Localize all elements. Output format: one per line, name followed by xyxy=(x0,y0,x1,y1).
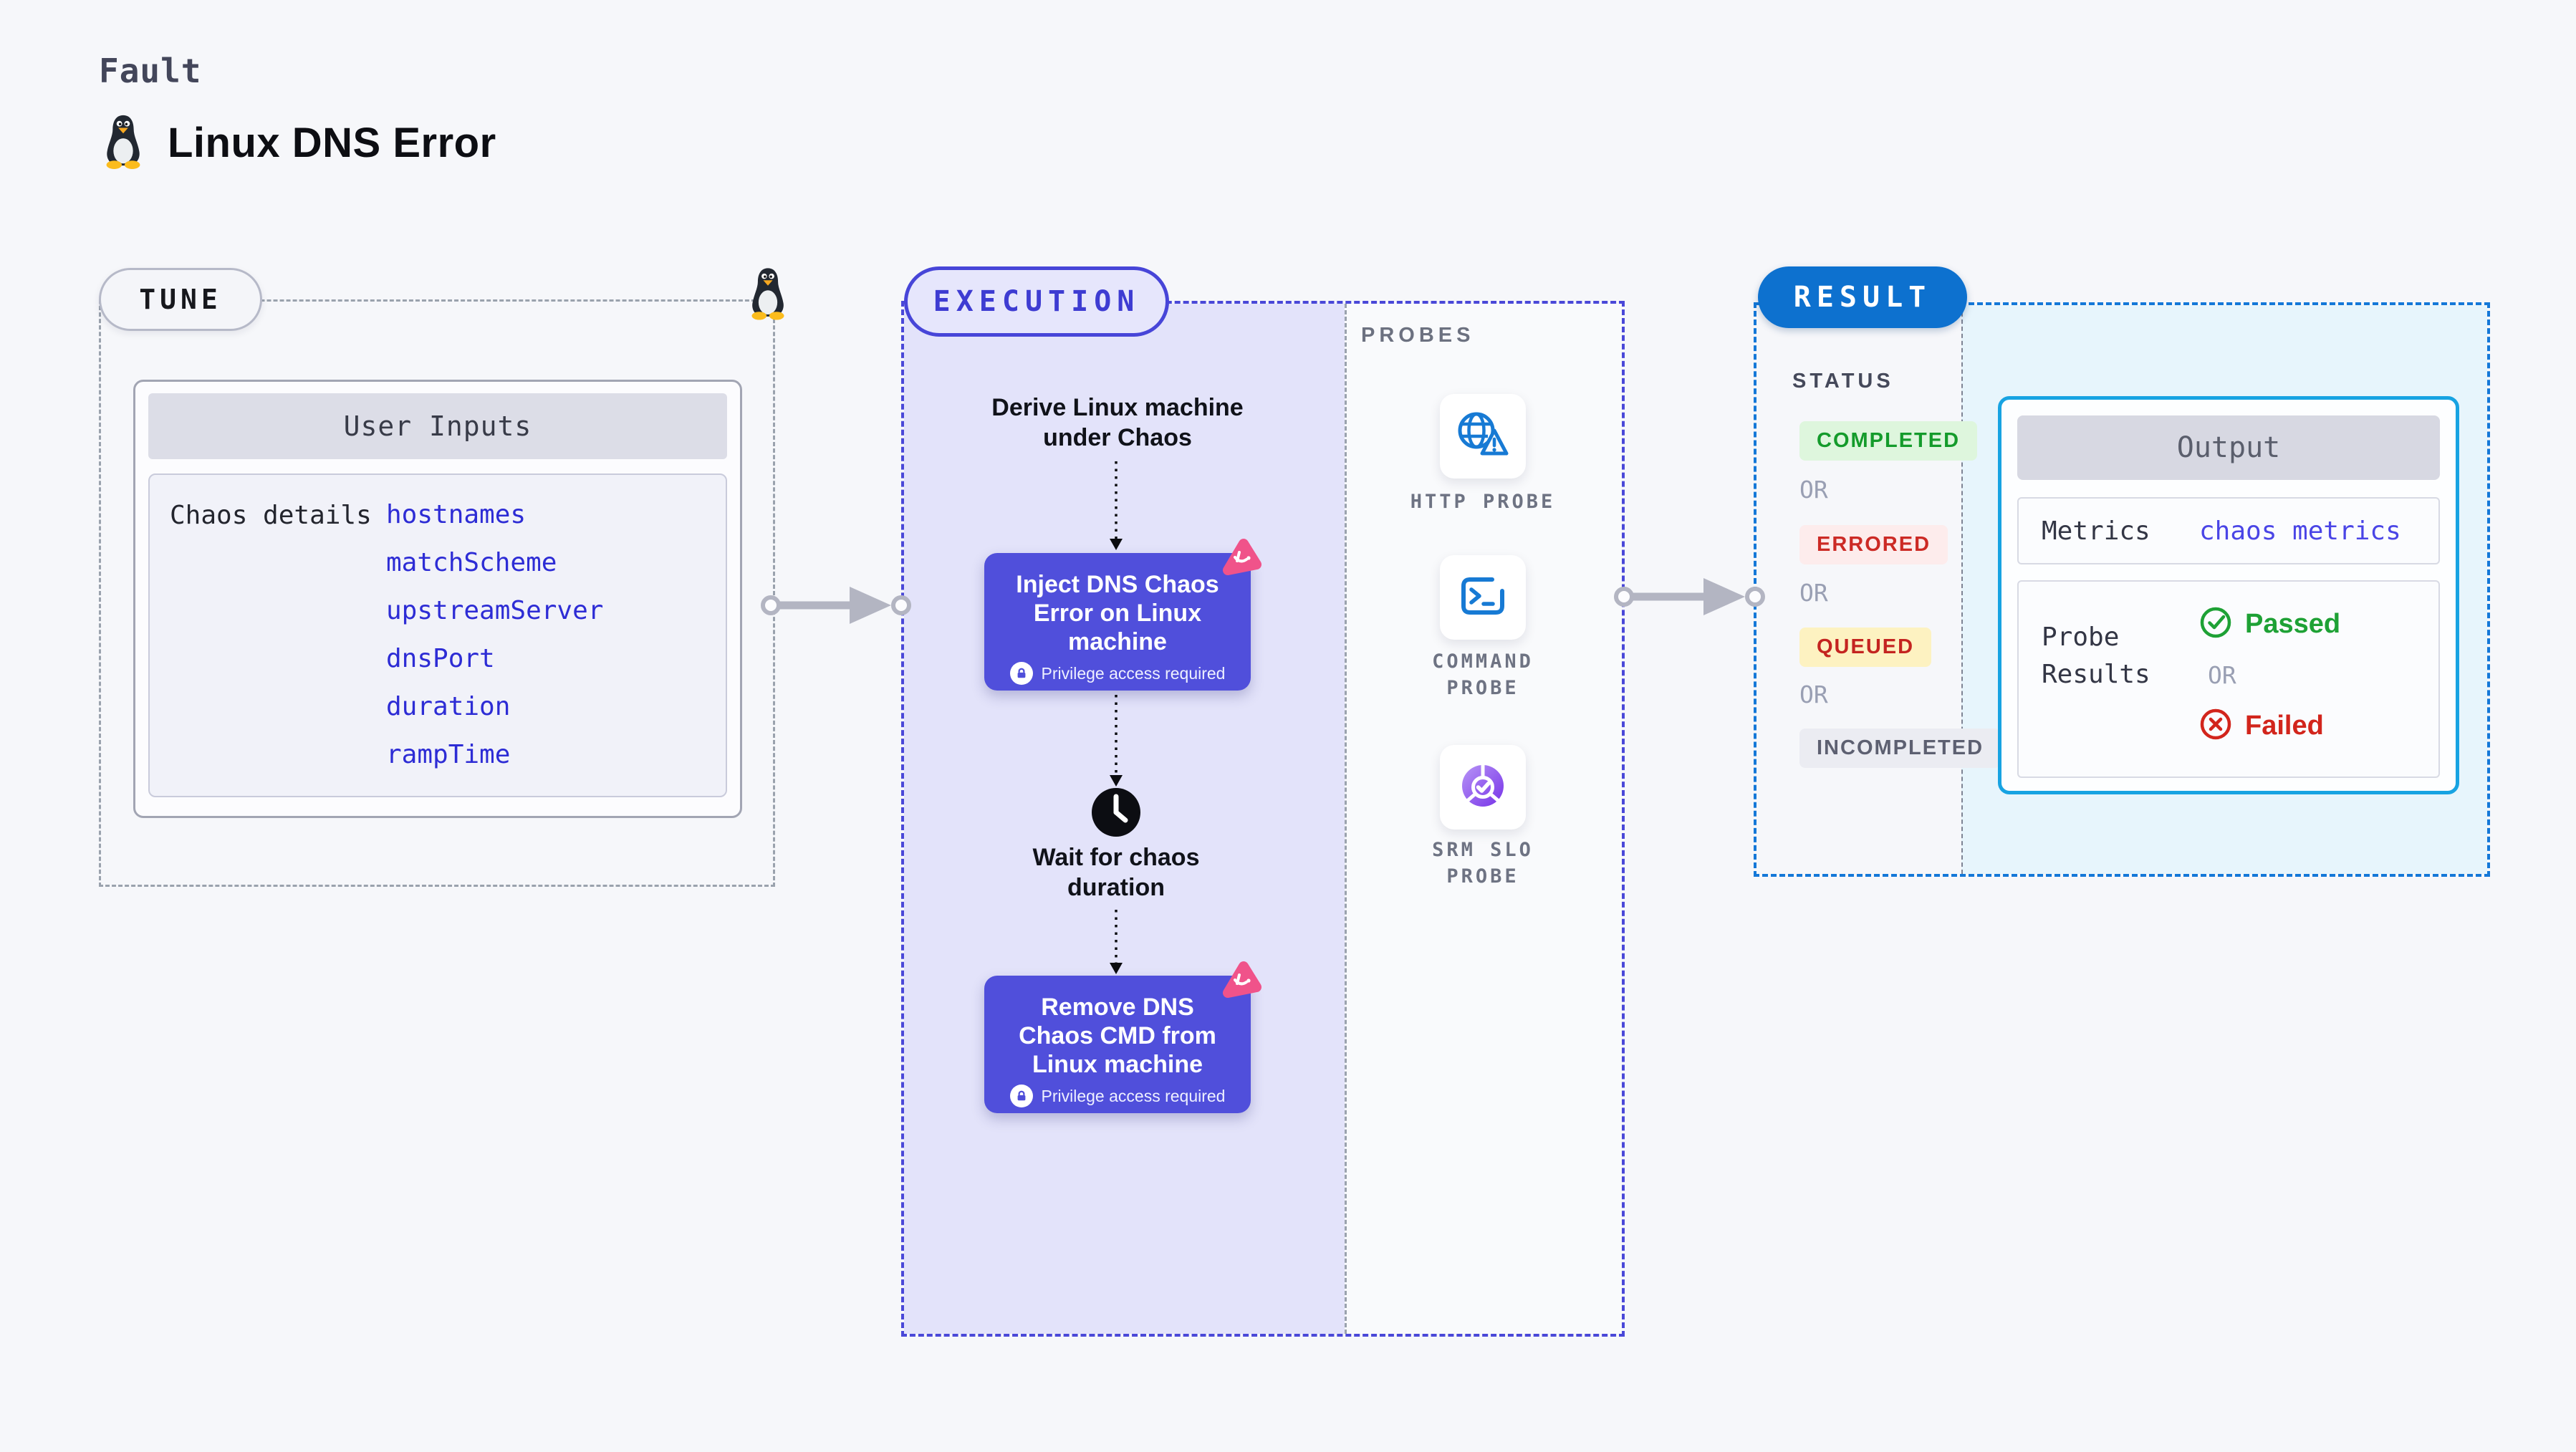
probe-results-row: Probe Results Passed OR xyxy=(2017,580,2440,778)
metrics-label: Metrics xyxy=(2042,516,2150,546)
execution-to-result-arrow xyxy=(1614,578,1765,615)
param-link-dnsport[interactable]: dnsPort xyxy=(386,644,495,673)
tux-penguin-icon xyxy=(100,113,146,173)
globe-warning-icon xyxy=(1455,410,1511,463)
chaos-metrics-link[interactable]: chaos metrics xyxy=(2199,516,2401,546)
param-link-duration[interactable]: duration xyxy=(386,692,511,721)
page-title: Linux DNS Error xyxy=(168,120,496,166)
terminal-icon xyxy=(1459,575,1506,620)
param-link-ramptime[interactable]: rampTime xyxy=(386,740,511,769)
lock-icon xyxy=(1009,662,1033,685)
chaos-fault-badge-icon xyxy=(1218,960,1262,1005)
user-inputs-header: User Inputs xyxy=(148,393,727,459)
flow-arrow-2 xyxy=(1110,695,1123,787)
tune-section-box xyxy=(99,299,775,887)
clock-icon xyxy=(1089,785,1143,843)
inject-node-title: Inject DNS Chaos Error on Linux machine xyxy=(1016,571,1219,655)
status-badge-errored: ERRORED xyxy=(1799,525,1948,564)
status-header: STATUS xyxy=(1792,370,1894,393)
param-link-matchscheme[interactable]: matchScheme xyxy=(386,548,557,577)
status-or-label: OR xyxy=(1799,579,1828,607)
passed-label: Passed xyxy=(2245,609,2341,639)
http-probe-card[interactable] xyxy=(1440,394,1526,479)
outcome-or-label: OR xyxy=(2208,661,2236,689)
failed-label: Failed xyxy=(2245,711,2324,741)
user-inputs-panel: User Inputs Chaos details hostnames matc… xyxy=(133,380,742,818)
status-or-label: OR xyxy=(1799,681,1828,708)
status-badge-incompleted: INCOMPLETED xyxy=(1799,729,2001,768)
param-link-upstreamserver[interactable]: upstreamServer xyxy=(386,596,604,625)
chaos-fault-badge-icon xyxy=(1218,537,1262,582)
flow-arrow-1 xyxy=(1110,461,1123,550)
privilege-row: Privilege access required xyxy=(1001,662,1234,685)
page-title-row: Linux DNS Error xyxy=(100,113,496,173)
x-circle-icon xyxy=(2199,708,2232,744)
output-panel: Output Metrics chaos metrics Probe Resul… xyxy=(1998,396,2459,794)
privilege-row: Privilege access required xyxy=(1001,1085,1234,1107)
tux-penguin-corner-icon xyxy=(746,261,789,329)
privilege-note: Privilege access required xyxy=(1041,1086,1226,1105)
result-badge: RESULT xyxy=(1758,266,1967,328)
probe-outcomes: Passed OR Failed xyxy=(2199,606,2340,744)
chaos-details-label: Chaos details xyxy=(170,501,372,530)
output-header: Output xyxy=(2017,415,2440,480)
execution-badge: EXECUTION xyxy=(904,266,1169,337)
status-badge-queued: QUEUED xyxy=(1799,628,1932,667)
inject-dns-chaos-node[interactable]: Inject DNS Chaos Error on Linux machine … xyxy=(984,539,1261,691)
tune-to-execution-arrow xyxy=(761,587,911,624)
check-circle-icon xyxy=(2199,606,2232,643)
command-probe-card[interactable] xyxy=(1440,555,1526,640)
fault-kind-label: Fault xyxy=(99,52,202,90)
probes-header: PROBES xyxy=(1361,324,1475,347)
lock-icon xyxy=(1009,1085,1033,1107)
status-badge-completed: COMPLETED xyxy=(1799,421,1978,461)
srm-slo-probe-card[interactable] xyxy=(1440,745,1526,830)
param-link-hostnames[interactable]: hostnames xyxy=(386,500,527,529)
privilege-note: Privilege access required xyxy=(1041,663,1226,683)
probe-results-label: Probe Results xyxy=(2042,622,2150,689)
remove-node-title: Remove DNS Chaos CMD from Linux machine xyxy=(1019,994,1216,1078)
command-probe-label: COMMAND PROBE xyxy=(1432,650,1534,699)
chaos-details-panel: Chaos details hostnames matchScheme upst… xyxy=(148,473,727,797)
wait-step-label: Wait for chaos duration xyxy=(1032,844,1200,901)
chaos-param-list: hostnames matchScheme upstreamServer dns… xyxy=(386,491,603,779)
slo-donut-icon xyxy=(1458,761,1507,814)
metrics-row: Metrics chaos metrics xyxy=(2017,497,2440,564)
derive-step-label: Derive Linux machine under Chaos xyxy=(991,394,1244,451)
status-or-label: OR xyxy=(1799,476,1828,504)
http-probe-label: HTTP PROBE xyxy=(1410,491,1556,513)
srm-slo-probe-label: SRM SLO PROBE xyxy=(1432,839,1534,888)
remove-dns-chaos-node[interactable]: Remove DNS Chaos CMD from Linux machine … xyxy=(984,961,1261,1113)
failed-outcome: Failed xyxy=(2199,708,2340,744)
tune-badge: TUNE xyxy=(99,268,262,331)
flow-arrow-3 xyxy=(1110,910,1123,974)
passed-outcome: Passed xyxy=(2199,606,2340,643)
